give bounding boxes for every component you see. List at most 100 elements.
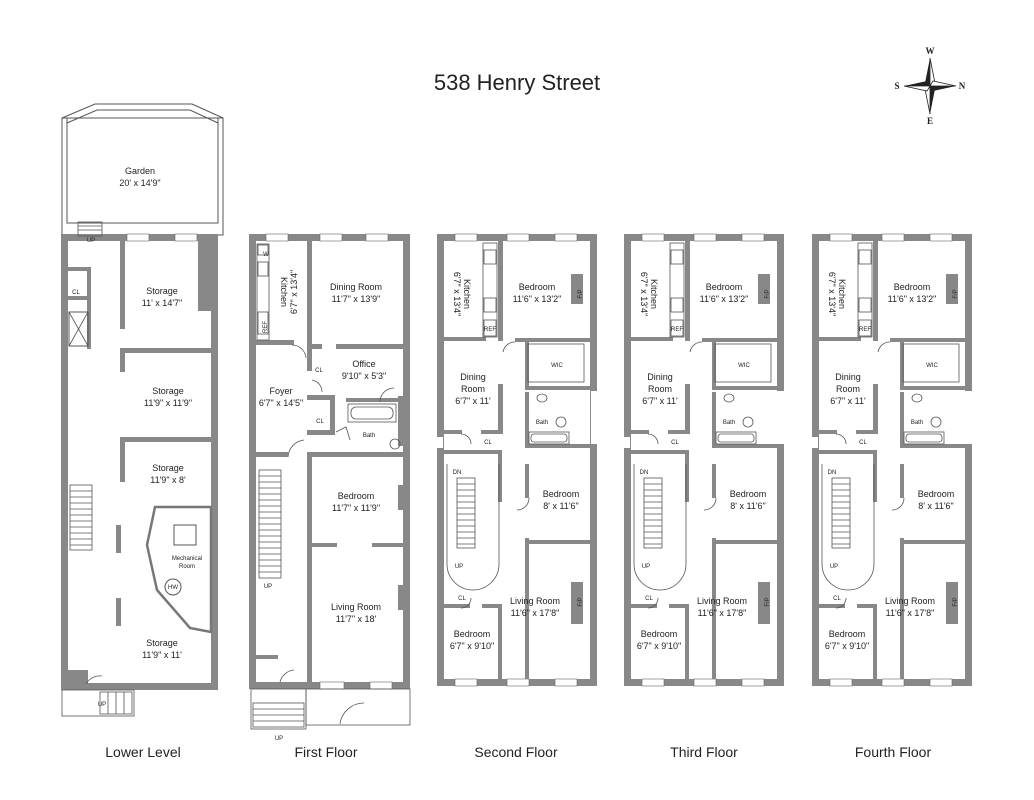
third-bedroom2-dims: 8' x 11'6" xyxy=(730,501,766,511)
first-up-front: UP xyxy=(275,736,283,742)
second-cl1-label: CL xyxy=(484,440,492,446)
fourth-bedroom3-name: Bedroom xyxy=(829,629,866,639)
third-floor-plan: Kitchen 6'7" x 13'4" REF Bedroom 11'6" x… xyxy=(622,233,785,687)
third-kitchen-dims: 6'7" x 13'4" xyxy=(639,272,649,316)
second-fp1-label: F/P xyxy=(578,289,584,298)
second-dining-line2: Room xyxy=(461,384,485,394)
third-fp1-label: F/P xyxy=(765,289,771,298)
first-kitchen-name: Kitchen xyxy=(279,277,289,307)
compass-s-label: S xyxy=(894,81,899,91)
first-bedroom-name: Bedroom xyxy=(338,491,375,501)
compass-icon: W E S N xyxy=(894,46,965,126)
third-kitchen-name: Kitchen xyxy=(649,279,659,309)
second-dn-label: DN xyxy=(453,470,462,476)
lower-storage1-dims: 11' x 14'7" xyxy=(142,298,183,308)
second-bedroom2-name: Bedroom xyxy=(543,489,580,499)
lower-storage3-dims: 11'9" x 8' xyxy=(150,475,186,485)
third-bath-label: Bath xyxy=(723,420,735,426)
fourth-cl2-label: CL xyxy=(833,596,841,602)
fourth-bedroom1-dims: 11'6" x 13'2" xyxy=(888,294,937,304)
second-living-dims: 11'6" x 17'8" xyxy=(511,608,560,618)
third-up-label: UP xyxy=(642,564,650,570)
first-ref-label: REF xyxy=(263,321,269,333)
first-w-label: W xyxy=(263,252,269,258)
second-dining-dims: 6'7" x 11' xyxy=(455,396,491,406)
fourth-dining-line2: Room xyxy=(836,384,860,394)
third-living-dims: 11'6" x 17'8" xyxy=(698,608,747,618)
third-cl2-label: CL xyxy=(645,596,653,602)
third-dining-line2: Room xyxy=(648,384,672,394)
hw-label: HW xyxy=(168,585,178,591)
third-living-name: Living Room xyxy=(697,596,747,606)
compass-n-label: N xyxy=(959,81,966,91)
fourth-kitchen-name: Kitchen xyxy=(837,279,847,309)
garden-dims: 20' x 14'9" xyxy=(119,178,160,188)
second-bedroom1-dims: 11'6" x 13'2" xyxy=(513,294,562,304)
second-dining-line1: Dining xyxy=(460,372,486,382)
second-living-name: Living Room xyxy=(510,596,560,606)
second-floor-label: Second Floor xyxy=(474,744,558,760)
second-up-label: UP xyxy=(455,564,463,570)
fourth-bedroom2-dims: 8' x 11'6" xyxy=(918,501,954,511)
second-bath-label: Bath xyxy=(536,420,548,426)
fourth-bath-label: Bath xyxy=(911,420,923,426)
compass-e-label: E xyxy=(927,116,933,126)
plan-title: 538 Henry Street xyxy=(433,70,601,95)
lower-storage4-dims: 11'9" x 11' xyxy=(142,650,182,660)
foyer-dims: 6'7" x 14'5" xyxy=(259,398,303,408)
fourth-dining-dims: 6'7" x 11' xyxy=(830,396,866,406)
first-floor-label: First Floor xyxy=(294,744,358,760)
third-bedroom2-name: Bedroom xyxy=(730,489,767,499)
second-kitchen-name: Kitchen xyxy=(462,279,472,309)
first-cl1-label: CL xyxy=(315,368,323,374)
compass-w-label: W xyxy=(926,46,935,56)
fourth-bedroom1-name: Bedroom xyxy=(894,282,931,292)
fourth-bedroom2-name: Bedroom xyxy=(918,489,955,499)
lower-storage3-name: Storage xyxy=(152,463,184,473)
garden-name: Garden xyxy=(125,166,155,176)
first-living-name: Living Room xyxy=(331,602,381,612)
third-bedroom1-dims: 11'6" x 13'2" xyxy=(700,294,749,304)
mechanical-line2: Room xyxy=(179,564,195,570)
fourth-floor-label: Fourth Floor xyxy=(854,744,932,760)
third-cl1-label: CL xyxy=(671,440,679,446)
second-floor-plan: Kitchen 6'7" x 13'4" REF Bedroom 11'6" x… xyxy=(435,233,598,687)
first-living-dims: 11'7" x 18' xyxy=(336,614,377,624)
third-dining-dims: 6'7" x 11' xyxy=(642,396,678,406)
third-floor-label: Third Floor xyxy=(670,744,738,760)
lower-storage2-dims: 11'9" x 11'9" xyxy=(144,398,192,408)
first-dining-dims: 11'7" x 13'9" xyxy=(332,294,381,304)
fourth-fp2-label: F/P xyxy=(953,597,959,606)
lower-up-bottom: UP xyxy=(98,702,106,708)
second-bedroom1-name: Bedroom xyxy=(519,282,556,292)
first-dining-name: Dining Room xyxy=(330,282,382,292)
second-bedroom3-name: Bedroom xyxy=(454,629,491,639)
second-kitchen-dims: 6'7" x 13'4" xyxy=(452,272,462,316)
second-fp2-label: F/P xyxy=(578,597,584,606)
third-dining-line1: Dining xyxy=(647,372,673,382)
third-bedroom1-name: Bedroom xyxy=(706,282,743,292)
fourth-bedroom3-dims: 6'7" x 9'10" xyxy=(825,641,869,651)
second-cl2-label: CL xyxy=(458,596,466,602)
fourth-wic-label: WIC xyxy=(926,363,938,369)
third-bedroom3-name: Bedroom xyxy=(641,629,678,639)
second-bedroom3-dims: 6'7" x 9'10" xyxy=(450,641,494,651)
foyer-name: Foyer xyxy=(269,386,292,396)
lower-storage2-name: Storage xyxy=(152,386,184,396)
fourth-living-name: Living Room xyxy=(885,596,935,606)
third-wic-label: WIC xyxy=(738,363,750,369)
lower-up-top: UP xyxy=(87,238,95,244)
third-fp2-label: F/P xyxy=(765,597,771,606)
office-name: Office xyxy=(352,359,375,369)
second-bedroom2-dims: 8' x 11'6" xyxy=(543,501,579,511)
lower-storage4-name: Storage xyxy=(146,638,178,648)
fourth-up-label: UP xyxy=(830,564,838,570)
office-dims: 9'10" x 5'3" xyxy=(342,371,386,381)
first-bedroom-dims: 11'7" x 11'9" xyxy=(332,503,380,513)
fourth-floor-plan: Kitchen 6'7" x 13'4" REF Bedroom 11'6" x… xyxy=(810,233,973,687)
fourth-dn-label: DN xyxy=(828,470,837,476)
lower-cl-label: CL xyxy=(72,290,80,296)
fourth-living-dims: 11'6" x 17'8" xyxy=(886,608,935,618)
first-floor-plan: W Kitchen 6'7" x 13'4" REF Dining Room 1… xyxy=(249,233,411,742)
